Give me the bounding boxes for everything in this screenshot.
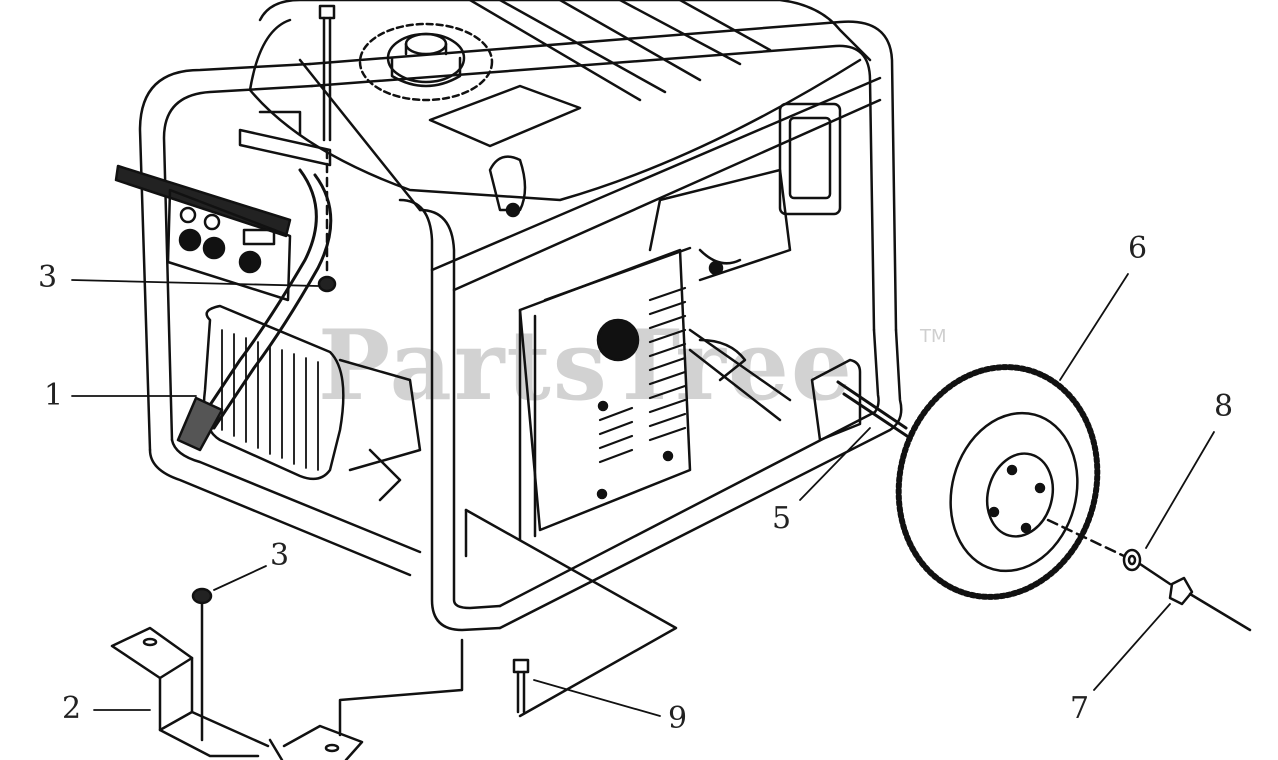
callout-6: 6 <box>1128 231 1148 266</box>
callout-5: 5 <box>772 501 792 536</box>
washer-and-nut <box>1048 520 1250 630</box>
axle-and-bracket <box>812 360 910 440</box>
callout-7: 7 <box>1070 691 1090 726</box>
callout-1: 1 <box>44 378 64 413</box>
control-panel <box>116 166 290 300</box>
wheel <box>873 345 1122 620</box>
fuel-cap <box>360 24 492 100</box>
frame-tube <box>140 22 901 630</box>
bolt-9 <box>340 510 676 735</box>
callout-9: 9 <box>668 701 688 736</box>
fuel-tank <box>250 0 870 200</box>
engine <box>490 104 840 540</box>
callout-8: 8 <box>1214 389 1234 424</box>
callout-3-lower: 3 <box>270 538 290 573</box>
alternator <box>204 306 420 500</box>
watermark-trademark: TM <box>920 326 947 347</box>
bolt-and-nut-top <box>319 6 335 291</box>
fuel-line <box>178 112 331 450</box>
callout-2: 2 <box>62 691 82 726</box>
callout-3-upper: 3 <box>38 260 58 295</box>
watermark: PartsTree <box>318 309 854 422</box>
leader-lines <box>72 274 1214 716</box>
mounting-bracket <box>112 589 362 760</box>
